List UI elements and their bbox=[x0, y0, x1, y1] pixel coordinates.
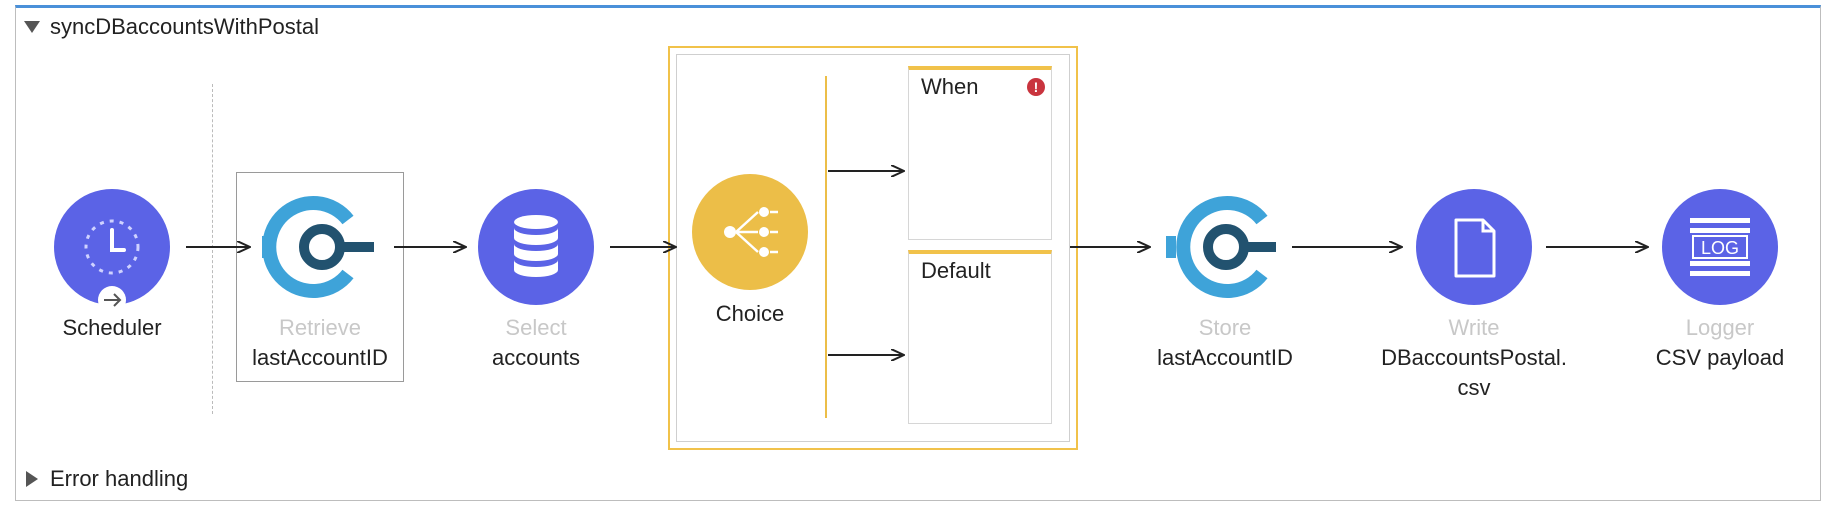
log-icon[interactable]: LOG bbox=[1662, 189, 1778, 305]
select-label: Select accounts bbox=[491, 315, 581, 370]
error-handling-header[interactable]: Error handling bbox=[26, 466, 188, 492]
branch-icon[interactable] bbox=[692, 174, 808, 290]
object-store-icon[interactable] bbox=[1166, 196, 1276, 298]
retrieve-selection-box[interactable] bbox=[236, 172, 404, 382]
when-route-label: When bbox=[921, 74, 979, 99]
database-icon[interactable] bbox=[478, 189, 594, 305]
object-store-icon[interactable] bbox=[262, 196, 374, 298]
retrieve-label: Retrieve lastAccountID bbox=[252, 315, 388, 370]
default-route[interactable]: Default bbox=[908, 250, 1052, 424]
store-label: Store lastAccountID bbox=[1157, 315, 1293, 370]
error-icon[interactable]: ! bbox=[1027, 78, 1045, 96]
choice-label: Choice bbox=[715, 301, 785, 326]
flow-title: syncDBaccountsWithPostal bbox=[50, 14, 319, 39]
default-route-label: Default bbox=[921, 258, 991, 283]
logger-label: Logger CSV payload bbox=[1655, 315, 1785, 370]
when-route[interactable]: When ! bbox=[908, 66, 1052, 240]
expand-arrow-icon[interactable] bbox=[26, 471, 38, 487]
scheduler-label: Scheduler bbox=[62, 315, 162, 340]
write-label: Write DBaccountsPostal. csv bbox=[1381, 315, 1567, 400]
file-icon[interactable] bbox=[1416, 189, 1532, 305]
collapse-arrow-icon[interactable] bbox=[24, 21, 40, 33]
clock-icon[interactable] bbox=[54, 189, 170, 314]
source-divider bbox=[212, 84, 213, 414]
error-handling-label: Error handling bbox=[50, 466, 189, 491]
log-icon-text: LOG bbox=[1701, 238, 1739, 258]
flow-container bbox=[15, 5, 1821, 501]
flow-header[interactable]: syncDBaccountsWithPostal bbox=[24, 14, 319, 40]
